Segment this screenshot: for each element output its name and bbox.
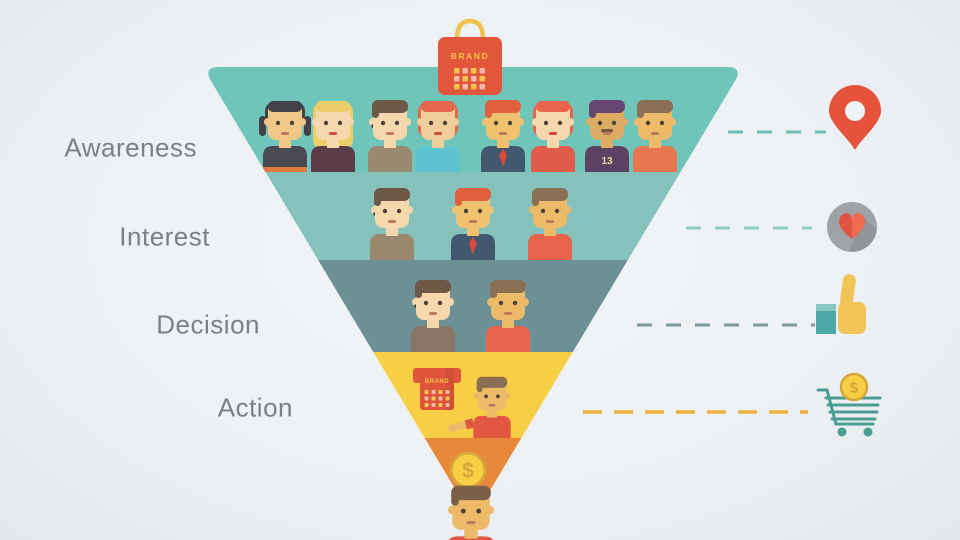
person-avatar-decision <box>411 280 455 352</box>
bag-handle <box>454 18 486 40</box>
thumbs-up-icon <box>816 274 866 334</box>
person-avatar-awareness: 13 <box>585 100 629 172</box>
svg-text:13: 13 <box>601 156 613 167</box>
funnel-shape: BRAND 13 <box>208 67 738 508</box>
dollar-coin-icon: $ <box>449 451 487 489</box>
shirt-dots-pattern <box>424 390 450 407</box>
person-avatar-awareness <box>259 101 311 172</box>
person-avatar-awareness <box>633 100 677 172</box>
person-avatar-action <box>447 376 511 438</box>
people-layer: 13 <box>259 100 677 438</box>
shopping-cart-icon: $ <box>816 372 882 437</box>
svg-text:$: $ <box>462 460 474 483</box>
person-avatar-awareness <box>416 101 460 172</box>
brand-bag: BRAND <box>438 18 502 95</box>
purchasing-customer <box>447 485 495 540</box>
person-avatar-awareness <box>481 100 525 172</box>
person-avatar-awareness <box>531 101 575 172</box>
bag-dots-pattern <box>454 68 485 90</box>
person-avatar-interest <box>528 188 572 260</box>
person-avatar-interest <box>370 188 414 260</box>
brand-bag-label: BRAND <box>451 51 489 61</box>
brand-tshirt: BRAND <box>413 368 461 410</box>
svg-text:$: $ <box>850 380 859 397</box>
person-avatar-decision <box>486 280 530 352</box>
cart-coin-icon: $ <box>839 372 869 402</box>
person-avatar-action <box>447 485 495 540</box>
person-avatar-awareness <box>311 101 355 172</box>
location-pin-icon <box>829 85 881 150</box>
person-avatar-interest <box>451 188 495 260</box>
stage-label-decision: Decision <box>156 309 260 340</box>
stage-label-interest: Interest <box>119 221 210 252</box>
person-avatar-awareness <box>368 100 412 172</box>
brand-shirt-label: BRAND <box>425 379 449 385</box>
heart-icon <box>827 202 877 252</box>
stage-label-awareness: Awareness <box>64 132 197 163</box>
stage-label-action: Action <box>217 392 293 423</box>
